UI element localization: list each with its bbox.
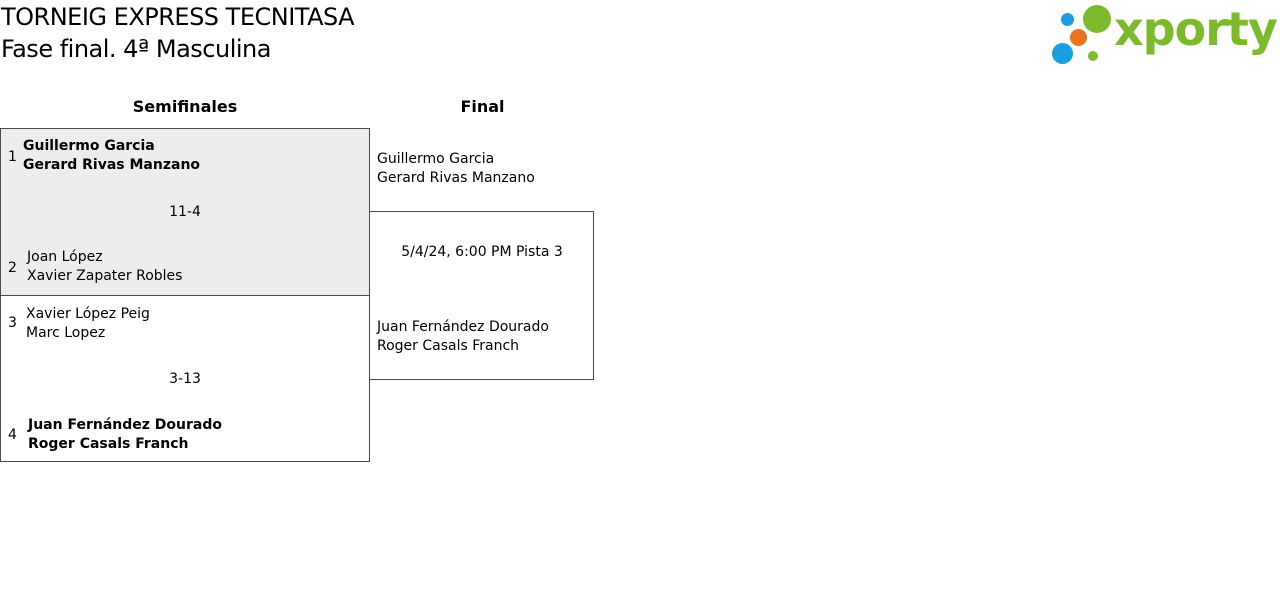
player-name: Juan Fernández Dourado xyxy=(28,417,222,433)
player-name: Xavier Zapater Robles xyxy=(27,268,183,284)
team-1-winner: Guillermo Garcia Gerard Rivas Manzano xyxy=(23,137,200,175)
player-name: Roger Casals Franch xyxy=(377,338,520,354)
player-name: Juan Fernández Dourado xyxy=(377,319,549,335)
player-name: Gerard Rivas Manzano xyxy=(377,170,535,186)
final-match[interactable] xyxy=(369,211,594,380)
player-name: Guillermo Garcia xyxy=(377,151,495,167)
final-team-top: Guillermo Garcia Gerard Rivas Manzano xyxy=(377,150,535,188)
player-name: Guillermo Garcia xyxy=(23,138,155,154)
logo-dot-blue-large xyxy=(1052,43,1073,64)
match-score: 3-13 xyxy=(169,371,201,387)
round-header-semifinals: Semifinales xyxy=(132,97,238,116)
round-header-final: Final xyxy=(460,97,505,116)
xporty-logo: xporty xyxy=(1050,2,1278,66)
team-2: Joan López Xavier Zapater Robles xyxy=(27,248,182,286)
final-schedule: 5/4/24, 6:00 PM Pista 3 xyxy=(401,244,563,260)
seed-number: 2 xyxy=(8,260,17,276)
player-name: Roger Casals Franch xyxy=(28,436,189,452)
team-4-winner: Juan Fernández Dourado Roger Casals Fran… xyxy=(28,416,222,454)
player-name: Gerard Rivas Manzano xyxy=(23,157,201,173)
phase-title: Fase final. 4ª Masculina xyxy=(1,35,271,63)
logo-dot-green-large xyxy=(1083,5,1111,33)
player-name: Xavier López Peig xyxy=(26,306,150,322)
player-name: Joan López xyxy=(27,249,103,265)
logo-dot-green-small xyxy=(1088,51,1098,61)
tournament-title: TORNEIG EXPRESS TECNITASA xyxy=(1,3,355,31)
player-name: Marc Lopez xyxy=(26,325,106,341)
seed-number: 3 xyxy=(8,315,17,331)
team-3: Xavier López Peig Marc Lopez xyxy=(26,305,150,343)
seed-number: 1 xyxy=(8,149,17,165)
logo-wordmark: xporty xyxy=(1114,2,1278,56)
logo-dot-blue-small xyxy=(1061,13,1074,26)
final-team-bottom: Juan Fernández Dourado Roger Casals Fran… xyxy=(377,318,549,356)
semifinal-match-1[interactable]: 1 Guillermo Garcia Gerard Rivas Manzano … xyxy=(0,128,370,296)
logo-dot-orange xyxy=(1070,29,1087,46)
semifinal-match-2[interactable]: 3 Xavier López Peig Marc Lopez 3-13 4 Ju… xyxy=(0,295,370,462)
match-score: 11-4 xyxy=(169,204,201,220)
seed-number: 4 xyxy=(8,427,17,443)
